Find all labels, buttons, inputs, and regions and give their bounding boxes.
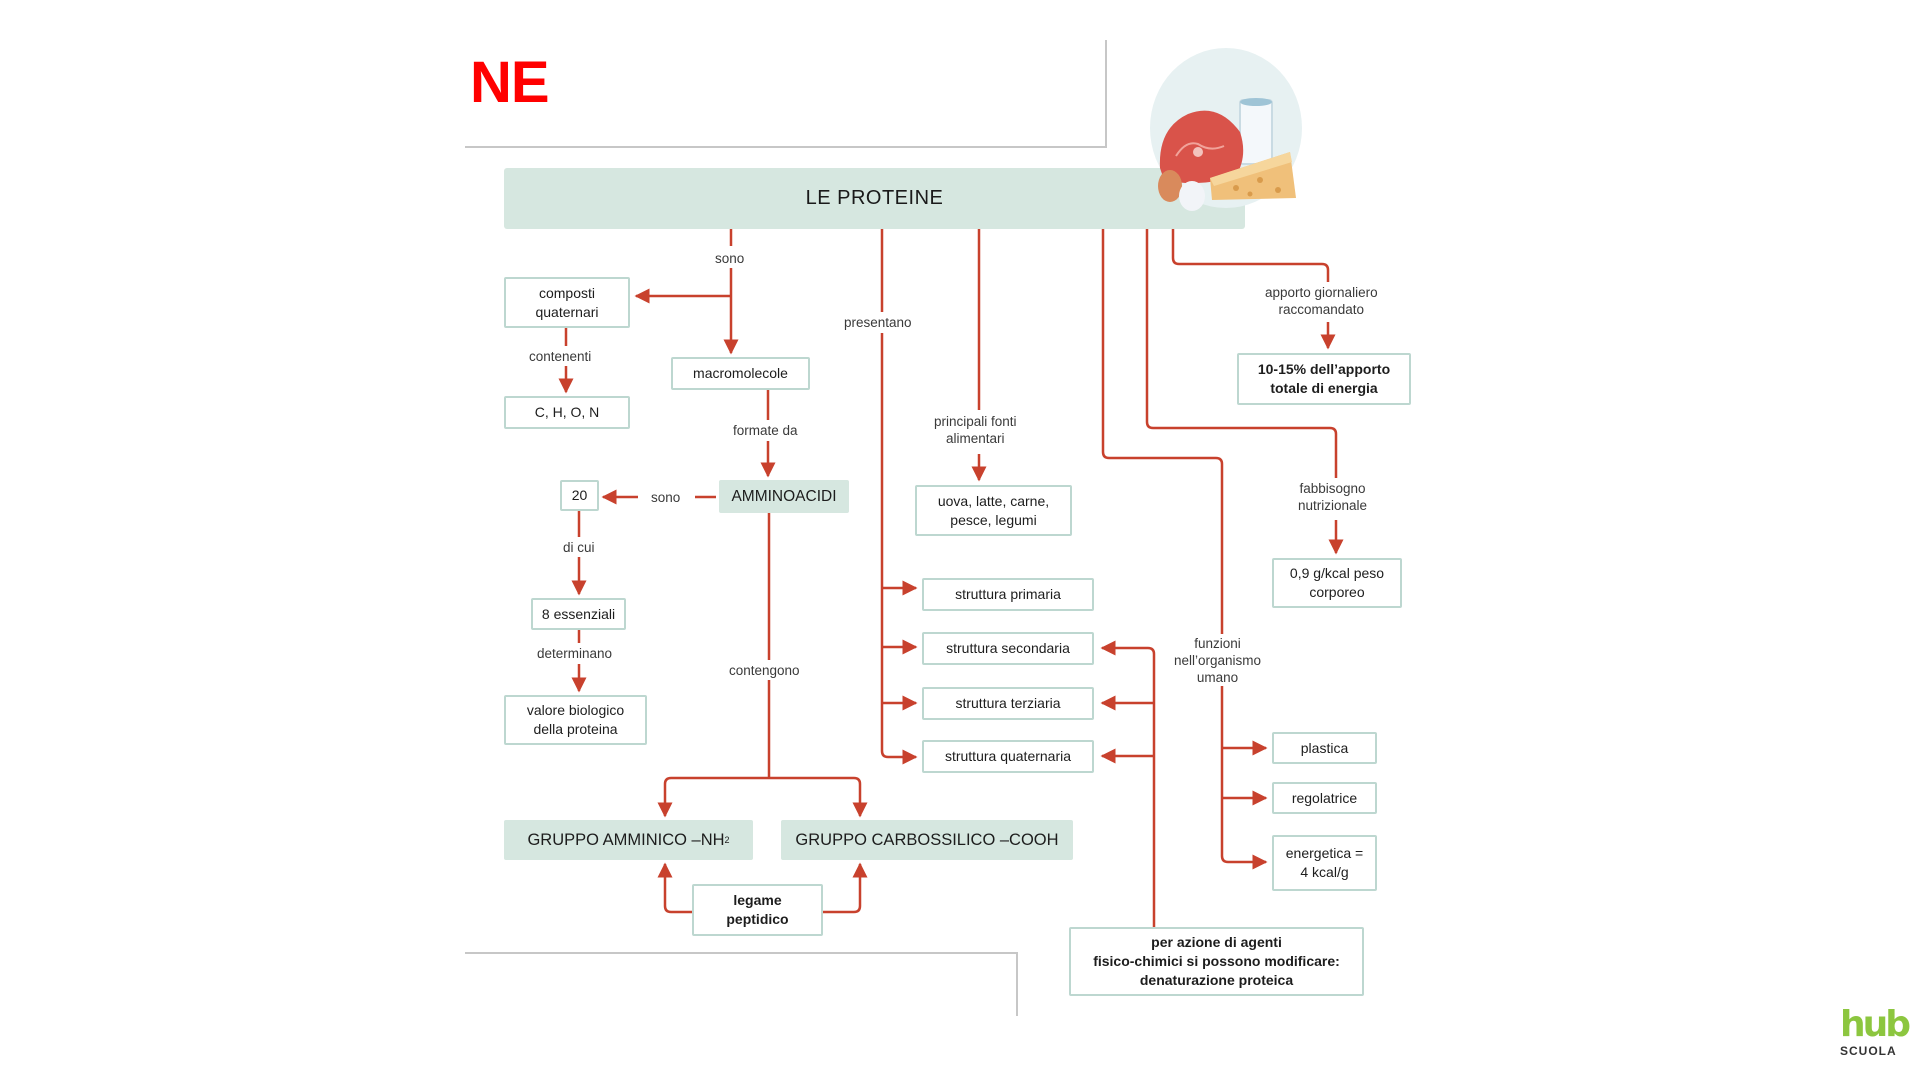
node-macromolecole: macromolecole <box>671 357 810 390</box>
node-amminoacidi: AMMINOACIDI <box>719 480 849 513</box>
root-node-label: LE PROTEINE <box>805 187 944 209</box>
hub-scuola-logo: hub SCUOLA <box>1840 1004 1911 1064</box>
label-contengono: contengono <box>727 662 802 679</box>
label-fabbisogno-line1: fabbisogno <box>1299 481 1366 496</box>
node-legame-line2: peptidico <box>726 911 789 927</box>
node-apporto-line1: 10-15% dell’apporto <box>1257 361 1391 377</box>
node-denaturazione: per azione di agenti fisico-chimici si p… <box>1069 927 1364 996</box>
label-fonti-line2: alimentari <box>946 431 1005 446</box>
top-frame-horizontal-divider <box>465 146 1106 148</box>
label-formate-da: formate da <box>731 422 800 439</box>
node-apporto-value: 10-15% dell’apporto totale di energia <box>1237 353 1411 405</box>
node-gruppo-amminico-subscript: 2 <box>724 834 730 845</box>
node-regolatrice: regolatrice <box>1272 782 1377 814</box>
node-fonti-line1: uova, latte, carne, <box>937 492 1050 509</box>
node-fabbisogno-line2: corporeo <box>1309 584 1365 600</box>
label-funzioni-line2: nell’organismo <box>1174 653 1262 668</box>
label-funzioni-line3: umano <box>1196 670 1239 685</box>
label-fabbisogno-line2: nutrizionale <box>1298 498 1368 513</box>
connector-denaturazione-up <box>1100 640 1156 927</box>
connector-presentano-strutture <box>880 333 918 765</box>
connector-legame-amminico <box>657 862 692 914</box>
node-legame-peptidico: legame peptidico <box>692 884 823 936</box>
label-fonti-line1: principali fonti <box>934 414 1017 429</box>
node-denaturazione-line3: denaturazione proteica <box>1139 972 1294 988</box>
label-di-cui: di cui <box>561 539 597 556</box>
label-fabbisogno-nutrizionale: fabbisogno nutrizionale <box>1296 480 1370 514</box>
connector-root-apporto <box>1171 229 1330 282</box>
node-fabbisogno-value: 0,9 g/kcal peso corporeo <box>1272 558 1402 608</box>
node-8-essenziali: 8 essenziali <box>531 598 626 630</box>
label-principali-fonti: principali fonti alimentari <box>932 413 1019 447</box>
node-denaturazione-line1: per azione di agenti <box>1151 934 1282 950</box>
protein-foods-icon <box>1150 48 1302 211</box>
node-energetica-line2: 4 kcal/g <box>1300 864 1349 880</box>
node-struttura-secondaria: struttura secondaria <box>922 632 1094 665</box>
label-presentano: presentano <box>842 314 914 331</box>
connector-to-gruppo-carbossilico <box>769 776 868 818</box>
node-valore-biologico: valore biologico della proteina <box>504 695 647 745</box>
logo-scuola-text: SCUOLA <box>1840 1044 1897 1058</box>
node-apporto-line2: totale di energia <box>1270 380 1378 396</box>
node-energetica: energetica = 4 kcal/g <box>1272 835 1377 891</box>
node-plastica: plastica <box>1272 732 1377 764</box>
root-node-le-proteine: LE PROTEINE <box>504 168 1245 229</box>
node-chon: C, H, O, N <box>504 396 630 429</box>
slide-title: NE <box>470 50 550 115</box>
connector-funzioni-functions <box>1220 686 1268 870</box>
node-composti-line2: quaternari <box>535 303 599 320</box>
node-valore-line2: della proteina <box>533 721 618 737</box>
node-struttura-terziaria: struttura terziaria <box>922 687 1094 720</box>
bottom-frame-horizontal-divider <box>465 952 1018 954</box>
connector-to-gruppo-amminico <box>657 776 769 818</box>
node-20: 20 <box>560 480 599 511</box>
connector-root-funzioni <box>1101 229 1224 634</box>
label-apporto-giornaliero: apporto giornaliero raccomandato <box>1263 284 1380 318</box>
bottom-frame-vertical-divider <box>1016 952 1018 1016</box>
label-contenenti: contenenti <box>527 348 594 365</box>
label-apporto-line1: apporto giornaliero <box>1265 285 1378 300</box>
label-determinano: determinano <box>535 645 615 662</box>
label-apporto-line2: raccomandato <box>1278 302 1365 317</box>
node-fabbisogno-line1: 0,9 g/kcal peso <box>1289 565 1385 581</box>
label-sono-amminoacidi: sono <box>649 489 683 506</box>
label-funzioni-line1: funzioni <box>1194 636 1241 651</box>
connector-legame-carbossilico <box>823 862 868 914</box>
top-frame-vertical-divider <box>1105 40 1107 148</box>
node-gruppo-carbossilico: GRUPPO CARBOSSILICO –COOH <box>781 820 1073 860</box>
node-denaturazione-line2: fisico-chimici si possono modificare: <box>1093 953 1340 969</box>
node-energetica-line1: energetica = <box>1285 845 1364 861</box>
node-gruppo-amminico-label: GRUPPO AMMINICO –NH <box>527 830 725 849</box>
logo-hub-text: hub <box>1840 1004 1911 1045</box>
node-fonti-alimentari: uova, latte, carne, pesce, legumi <box>915 485 1072 536</box>
node-valore-line1: valore biologico <box>526 702 625 718</box>
label-sono: sono <box>713 250 747 267</box>
node-struttura-primaria: struttura primaria <box>922 578 1094 611</box>
label-funzioni: funzioni nell’organismo umano <box>1172 635 1264 686</box>
node-fonti-line2: pesce, legumi <box>950 511 1037 528</box>
node-legame-line1: legame <box>733 892 782 908</box>
node-composti-line1: composti <box>538 284 596 301</box>
node-struttura-quaternaria: struttura quaternaria <box>922 740 1094 773</box>
node-composti-quaternari: composti quaternari <box>504 277 630 328</box>
